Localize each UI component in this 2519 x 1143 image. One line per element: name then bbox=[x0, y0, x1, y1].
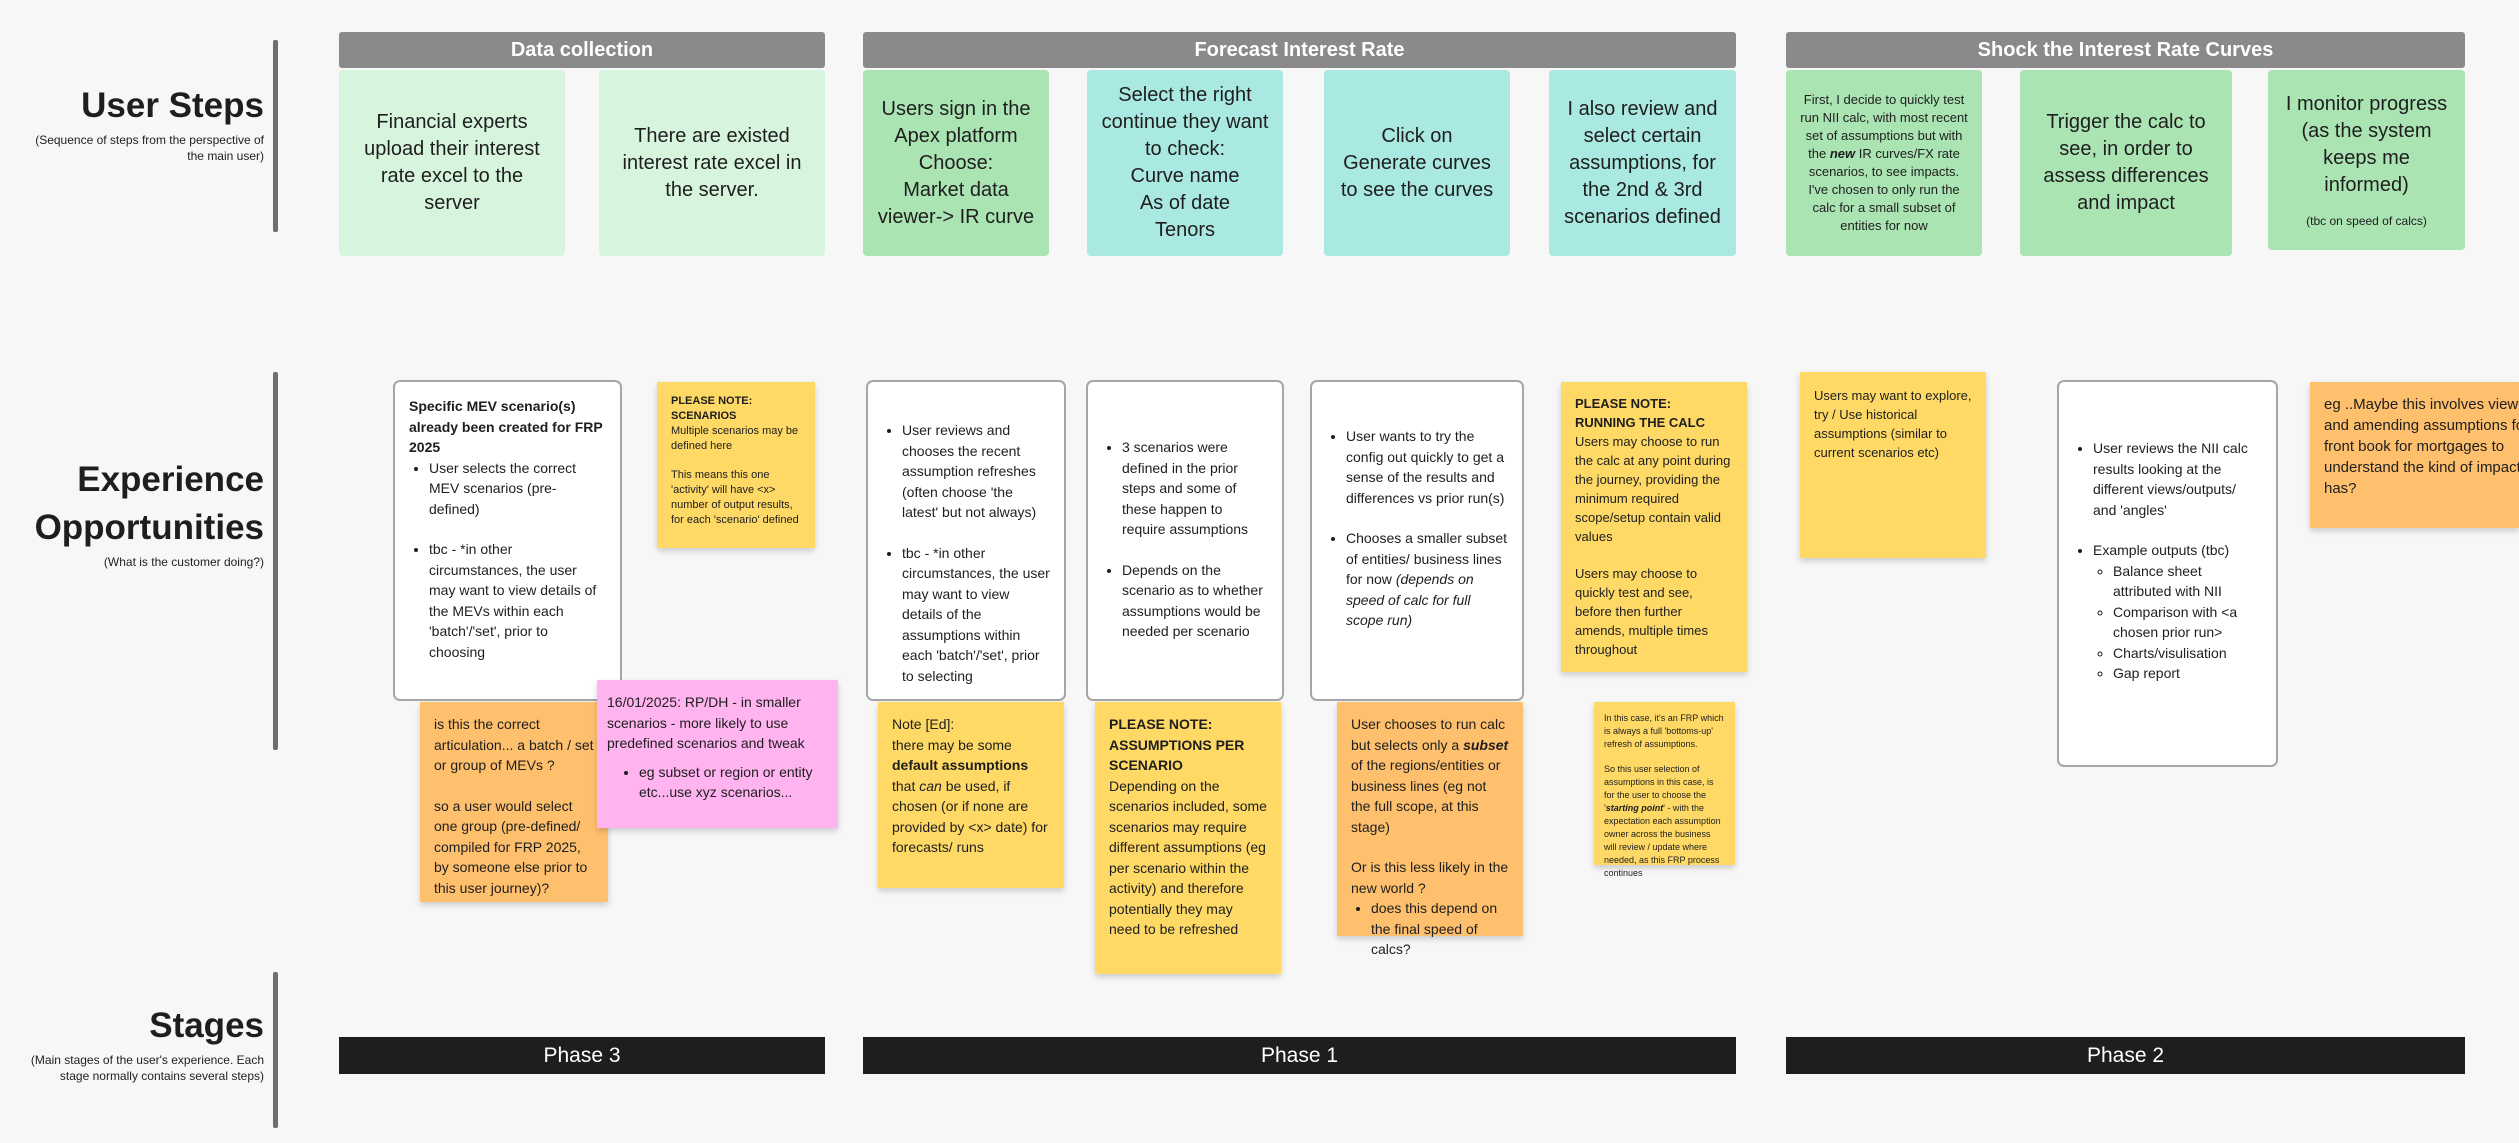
note-subset-calc: User chooses to run calc but selects onl… bbox=[1337, 702, 1523, 957]
card-review-assumptions-bullet-1: User reviews and chooses the recent assu… bbox=[902, 420, 1050, 523]
note-frp-refresh-text-1: In this case, it's an FRP which is alway… bbox=[1604, 713, 1724, 749]
card-nii-results-sub-1: Balance sheet attributed with NII bbox=[2113, 561, 2262, 602]
experience-label: Experience Opportunities (What is the cu… bbox=[10, 456, 264, 570]
step-sign-in-apex: Users sign in the Apex platform Choose: … bbox=[863, 70, 1049, 256]
note-articulation: is this the correct articulation... a ba… bbox=[420, 702, 608, 902]
note-subset-calc-bullet: does this depend on the final speed of c… bbox=[1371, 898, 1509, 960]
card-mev-scenarios-bullet-2: tbc - *in other circumstances, the user … bbox=[429, 539, 606, 662]
note-frp-refresh-text-2: So this user selection of assumptions in… bbox=[1604, 764, 1721, 878]
card-try-config: User wants to try the config out quickly… bbox=[1310, 380, 1524, 701]
card-scenarios-defined-bullet-2: Depends on the scenario as to whether as… bbox=[1122, 560, 1268, 642]
note-scenarios: PLEASE NOTE: SCENARIOS Multiple scenario… bbox=[657, 382, 815, 548]
experience-title-1: Experience bbox=[77, 460, 264, 499]
phase-2-bar: Phase 2 bbox=[1786, 1037, 2465, 1074]
note-articulation-text-2: so a user would select one group (pre-de… bbox=[434, 797, 588, 896]
note-running-calc: PLEASE NOTE: RUNNING THE CALC Users may … bbox=[1561, 382, 1747, 672]
card-try-config-bullet-2: Chooses a smaller subset of entities/ bu… bbox=[1346, 528, 1508, 631]
card-mev-scenarios: Specific MEV scenario(s) already been cr… bbox=[393, 380, 622, 701]
note-front-book-mortgages: eg ..Maybe this involves viewing and ame… bbox=[2310, 382, 2519, 528]
step-trigger-calc: Trigger the calc to see, in order to ass… bbox=[2020, 70, 2232, 256]
user-steps-title: User Steps bbox=[81, 86, 264, 125]
note-assumptions-per-scenario: PLEASE NOTE: ASSUMPTIONS PER SCENARIO De… bbox=[1095, 702, 1281, 974]
step-monitor-progress-sub: (tbc on speed of calcs) bbox=[2306, 214, 2427, 228]
note-default-assumptions: Note [Ed]: there may be some default ass… bbox=[878, 702, 1064, 888]
card-review-assumptions-bullet-2: tbc - *in other circumstances, the user … bbox=[902, 543, 1050, 687]
card-mev-scenarios-title: Specific MEV scenario(s) already been cr… bbox=[409, 398, 603, 455]
note-predefined-scenarios: 16/01/2025: RP/DH - in smaller scenarios… bbox=[597, 680, 838, 828]
step-monitor-progress-main: I monitor progress (as the system keeps … bbox=[2285, 93, 2448, 196]
phase-3-bar: Phase 3 bbox=[339, 1037, 825, 1074]
header-forecast-interest-rate: Forecast Interest Rate bbox=[863, 32, 1736, 68]
note-subset-calc-text-1: User chooses to run calc but selects onl… bbox=[1351, 716, 1509, 835]
card-nii-results-sub-2: Comparison with <a chosen prior run> bbox=[2113, 602, 2262, 643]
card-nii-results: User reviews the NII calc results lookin… bbox=[2057, 380, 2278, 767]
card-review-assumptions: User reviews and chooses the recent assu… bbox=[866, 380, 1066, 701]
step-test-run-nii-text: First, I decide to quickly test run NII … bbox=[1800, 92, 1968, 233]
stages-title: Stages bbox=[149, 1006, 264, 1045]
row-divider-experience bbox=[273, 372, 278, 750]
note-running-calc-text-1: Users may choose to run the calc at any … bbox=[1575, 434, 1731, 544]
note-predefined-scenarios-bullet: eg subset or region or entity etc...use … bbox=[639, 762, 824, 803]
row-divider-user-steps bbox=[273, 40, 278, 232]
note-articulation-text-1: is this the correct articulation... a ba… bbox=[434, 716, 594, 773]
stages-label: Stages (Main stages of the user's experi… bbox=[10, 1002, 264, 1084]
step-upload-excel: Financial experts upload their interest … bbox=[339, 70, 565, 256]
note-scenarios-text-1: Multiple scenarios may be defined here bbox=[671, 425, 799, 452]
note-default-assumptions-line-2: there may be some default assumptions th… bbox=[892, 736, 1048, 856]
note-frp-refresh: In this case, it's an FRP which is alway… bbox=[1594, 702, 1735, 878]
header-data-collection: Data collection bbox=[339, 32, 825, 68]
step-existing-excel: There are existed interest rate excel in… bbox=[599, 70, 825, 256]
note-predefined-scenarios-text: 16/01/2025: RP/DH - in smaller scenarios… bbox=[607, 694, 805, 751]
header-shock-interest-rate: Shock the Interest Rate Curves bbox=[1786, 32, 2465, 68]
card-nii-results-sub-3: Charts/visulisation bbox=[2113, 643, 2262, 664]
step-select-curve: Select the right continue they want to c… bbox=[1087, 70, 1283, 256]
note-subset-calc-text-2: Or is this less likely in the new world … bbox=[1351, 859, 1509, 896]
step-test-run-nii: First, I decide to quickly test run NII … bbox=[1786, 70, 1982, 256]
step-generate-curves: Click on Generate curves to see the curv… bbox=[1324, 70, 1510, 256]
card-nii-results-sub-4: Gap report bbox=[2113, 663, 2262, 684]
experience-subtitle: (What is the customer doing?) bbox=[103, 555, 264, 569]
stages-subtitle: (Main stages of the user's experience. E… bbox=[30, 1053, 264, 1083]
note-default-assumptions-line-1: Note [Ed]: bbox=[892, 716, 955, 732]
step-review-assumptions: I also review and select certain assumpt… bbox=[1549, 70, 1736, 256]
note-historical-assumptions-text: Users may want to explore, try / Use his… bbox=[1814, 388, 1972, 460]
note-historical-assumptions: Users may want to explore, try / Use his… bbox=[1800, 372, 1986, 558]
card-scenarios-defined-bullet-1: 3 scenarios were defined in the prior st… bbox=[1122, 437, 1268, 540]
user-steps-label: User Steps (Sequence of steps from the p… bbox=[10, 82, 264, 164]
row-divider-stages bbox=[273, 972, 278, 1128]
note-scenarios-text-2: This means this one 'activity' will have… bbox=[671, 469, 799, 526]
card-nii-results-bullet-2: Example outputs (tbc) Balance sheet attr… bbox=[2093, 540, 2262, 684]
card-mev-scenarios-bullet-1: User selects the correct MEV scenarios (… bbox=[429, 458, 606, 520]
phase-1-bar: Phase 1 bbox=[863, 1037, 1736, 1074]
card-try-config-bullet-1: User wants to try the config out quickly… bbox=[1346, 426, 1508, 508]
note-running-calc-text-2: Users may choose to quickly test and see… bbox=[1575, 566, 1708, 657]
note-front-book-mortgages-text: eg ..Maybe this involves viewing and ame… bbox=[2324, 396, 2519, 497]
note-scenarios-title: PLEASE NOTE: SCENARIOS bbox=[671, 395, 753, 422]
note-running-calc-title: PLEASE NOTE: RUNNING THE CALC bbox=[1575, 396, 1705, 430]
experience-title-2: Opportunities bbox=[34, 508, 264, 547]
note-assumptions-per-scenario-title: PLEASE NOTE: ASSUMPTIONS PER SCENARIO bbox=[1109, 716, 1245, 773]
step-monitor-progress: I monitor progress (as the system keeps … bbox=[2268, 70, 2465, 250]
card-scenarios-defined: 3 scenarios were defined in the prior st… bbox=[1086, 380, 1284, 701]
user-steps-subtitle: (Sequence of steps from the perspective … bbox=[35, 133, 264, 163]
note-assumptions-per-scenario-text: Depending on the scenarios included, som… bbox=[1109, 777, 1267, 938]
card-nii-results-bullet-1: User reviews the NII calc results lookin… bbox=[2093, 438, 2262, 520]
